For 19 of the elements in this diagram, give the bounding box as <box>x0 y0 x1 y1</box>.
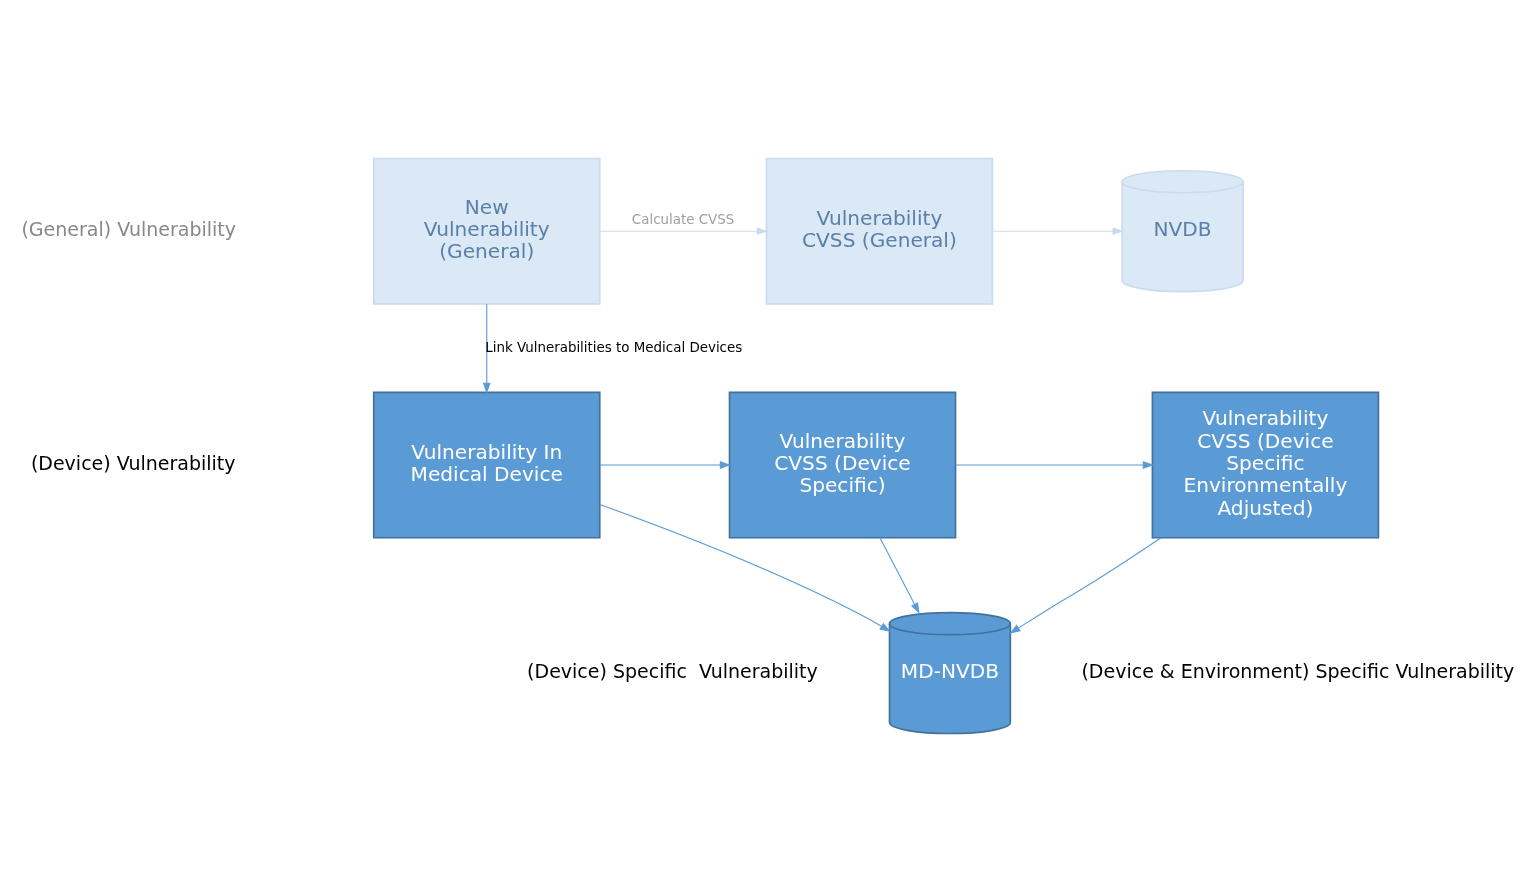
label: (Device) Specific Vulnerability <box>527 659 818 682</box>
label: (Device) Vulnerability <box>30 451 236 474</box>
edge-label: Link Vulnerabilities to Medical Devices <box>485 339 743 355</box>
node-box: Vulnerability CVSS (General) <box>765 157 994 305</box>
arrow <box>482 303 491 394</box>
arrow <box>1009 537 1162 634</box>
node-box: New Vulnerability (General) <box>372 157 601 305</box>
arrow <box>599 503 891 632</box>
node-box: Vulnerability CVSS (Device Specific Environmentally Adjusted) <box>1151 391 1380 539</box>
label: (Device & Environment) Specific Vulnerability <box>1081 659 1515 682</box>
arrow <box>955 461 1154 469</box>
arrow <box>992 227 1124 236</box>
node-box: Vulnerability In Medical Device <box>372 391 601 539</box>
label: (General) Vulnerability <box>21 217 237 240</box>
arrow <box>879 537 920 614</box>
edge-label: Calculate CVSS <box>631 212 735 228</box>
arrow <box>599 227 768 236</box>
node-box: Vulnerability CVSS (Device Specific) <box>728 391 957 539</box>
arrow <box>599 461 731 469</box>
